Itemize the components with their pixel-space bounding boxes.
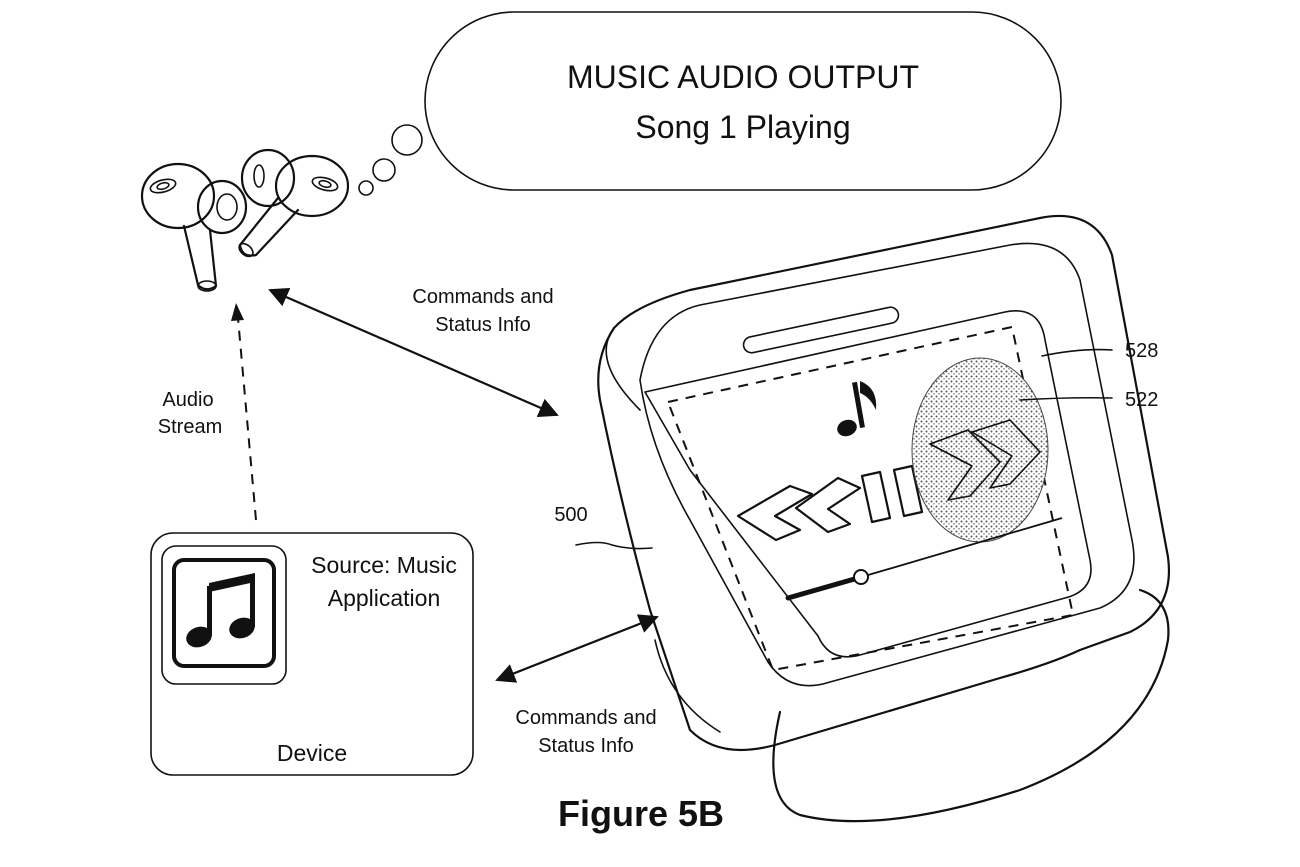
pause-icon bbox=[860, 464, 924, 524]
slider-thumb[interactable] bbox=[853, 569, 869, 585]
commands-top-label-1: Commands and bbox=[412, 286, 553, 308]
leader-522 bbox=[1019, 396, 1113, 401]
forward-icon[interactable] bbox=[929, 419, 1041, 501]
device-outline bbox=[150, 532, 474, 776]
ref-522: 522 bbox=[1125, 389, 1158, 411]
figure-title: Figure 5B bbox=[558, 793, 724, 834]
case-base bbox=[772, 588, 1170, 823]
case-outline bbox=[597, 214, 1170, 752]
music-note-icon bbox=[837, 381, 877, 437]
audio-stream-arrowhead bbox=[231, 303, 244, 321]
source-label-2: Application bbox=[328, 585, 441, 611]
charging-case bbox=[575, 214, 1170, 823]
commands-bottom-label-2: Status Info bbox=[538, 735, 634, 757]
case-slot bbox=[742, 306, 900, 354]
right-earbud bbox=[238, 148, 350, 258]
app-icon-frame bbox=[172, 558, 276, 668]
rewind-icon bbox=[736, 476, 862, 542]
earbuds-icon bbox=[140, 148, 350, 292]
thought-bubble: MUSIC AUDIO OUTPUT Song 1 Playing bbox=[358, 11, 1062, 196]
slider-track bbox=[857, 517, 1063, 579]
case-screen bbox=[644, 310, 1092, 658]
thought-dot-large bbox=[391, 124, 423, 156]
arrow-earbuds-case bbox=[268, 288, 559, 417]
audio-stream-dashed-line bbox=[237, 317, 257, 521]
bubble-subtitle: Song 1 Playing bbox=[635, 109, 850, 145]
ref-500: 500 bbox=[554, 504, 587, 526]
device-box: Source: Music Application Device bbox=[150, 532, 474, 776]
app-icon-outer bbox=[161, 545, 287, 685]
leader-528 bbox=[1041, 348, 1113, 357]
audio-stream-label-2: Stream bbox=[158, 416, 222, 438]
case-inner-outline bbox=[639, 242, 1135, 687]
thought-dot-small bbox=[358, 180, 374, 196]
thought-dot-medium bbox=[372, 158, 396, 182]
progress-slider[interactable] bbox=[785, 517, 1063, 601]
music-app-icon bbox=[186, 573, 255, 648]
source-label-1: Source: Music bbox=[311, 552, 457, 578]
bubble-title: MUSIC AUDIO OUTPUT bbox=[567, 59, 919, 95]
thought-bubble-outline bbox=[424, 11, 1062, 191]
commands-top-label-2: Status Info bbox=[435, 314, 531, 336]
arrow-device-case bbox=[495, 614, 659, 683]
leader-500 bbox=[575, 541, 653, 550]
left-earbud bbox=[140, 162, 248, 292]
touch-area-highlight[interactable] bbox=[911, 357, 1049, 543]
slider-progress-fill bbox=[785, 575, 861, 601]
ref-528: 528 bbox=[1125, 340, 1158, 362]
audio-stream-label-1: Audio bbox=[162, 389, 213, 411]
device-label: Device bbox=[277, 740, 347, 766]
screen-dashed-area bbox=[666, 325, 1075, 672]
commands-bottom-label-1: Commands and bbox=[515, 707, 656, 729]
